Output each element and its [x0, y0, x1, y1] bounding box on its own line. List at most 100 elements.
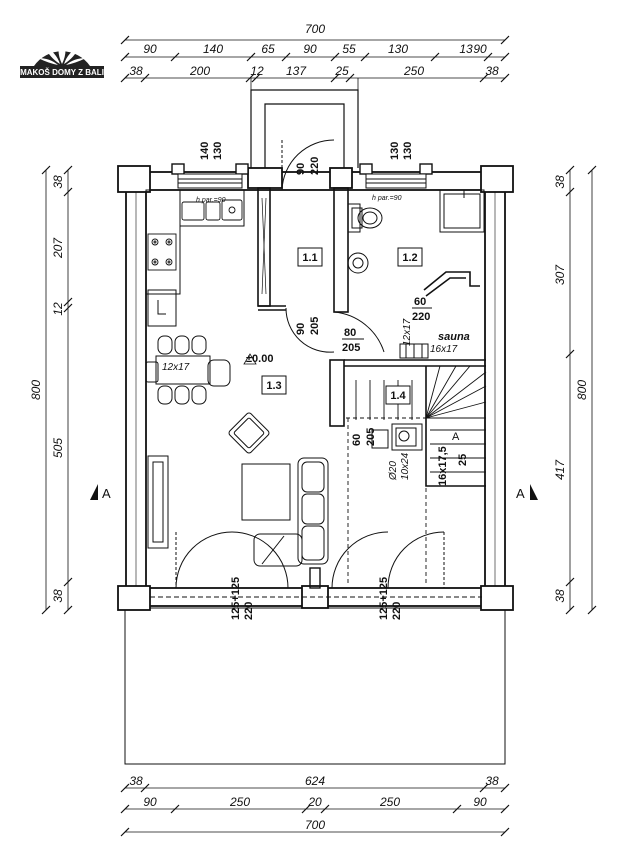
sofa-icon [253, 457, 329, 567]
svg-text:130: 130 [388, 42, 408, 56]
dim-right-total: 800 [575, 380, 589, 400]
bottom-dimensions [120, 783, 510, 837]
dim-bottom-row1: 38 624 38 [129, 774, 499, 788]
door-a-w: 90 [295, 163, 307, 175]
stove-a: Ø20 [388, 461, 399, 481]
stove-icon [371, 423, 423, 451]
dim-left-total: 800 [29, 380, 43, 400]
door-e-w: 60 [351, 434, 363, 446]
svg-text:200: 200 [189, 64, 210, 78]
svg-text:38: 38 [51, 589, 65, 603]
sauna-bench [399, 343, 429, 359]
room-1-2-label: 1.2 [402, 252, 417, 264]
svg-text:38: 38 [553, 589, 567, 603]
dim-top-row2: 38 200 12 137 25 250 38 [129, 64, 499, 78]
room-tag-1-1 [297, 247, 323, 267]
coffee-table [241, 463, 291, 521]
door-e-h: 205 [365, 428, 377, 446]
terrace-outline [124, 607, 506, 765]
win-right-h: 130 [402, 142, 414, 160]
svg-text:13: 13 [459, 42, 473, 56]
svg-text:90: 90 [473, 42, 487, 56]
svg-text:12: 12 [250, 64, 264, 78]
vestibule-walls [257, 187, 349, 313]
svg-text:207: 207 [51, 237, 65, 259]
svg-text:250: 250 [403, 64, 424, 78]
svg-text:38: 38 [553, 175, 567, 189]
entrance-porch [250, 78, 359, 168]
cooktop-icon [147, 233, 177, 271]
door-bathroom [333, 311, 385, 353]
room-1-1-label: 1.1 [302, 252, 317, 264]
stair-section-mark: A [452, 431, 460, 443]
wardrobe-hatch [261, 197, 267, 295]
section-marker-left: A [90, 484, 111, 501]
parapet-right: h par.=90 [372, 195, 402, 202]
svg-text:A: A [102, 486, 111, 501]
terrace-door-right-w: 125+125 [378, 577, 390, 620]
sink-icon [181, 199, 243, 221]
door-c-h: 205 [342, 342, 360, 354]
window-bathroom [365, 173, 427, 189]
svg-text:307: 307 [553, 264, 567, 285]
svg-text:38: 38 [485, 64, 499, 78]
room-tag-1-2 [397, 247, 423, 267]
dim-bottom-total: 700 [305, 818, 325, 832]
socket-a: 12x17 [162, 362, 190, 373]
terrace-doors [150, 531, 482, 598]
svg-text:65: 65 [261, 42, 275, 56]
svg-text:38: 38 [129, 64, 143, 78]
top-dimensions [120, 35, 510, 83]
svg-text:417: 417 [553, 459, 567, 480]
left-dimensions [41, 165, 73, 615]
win-right-w: 130 [389, 142, 401, 160]
dim-top-total: 700 [305, 22, 325, 36]
door-d-w: 60 [414, 296, 426, 308]
toilet-icon [351, 207, 363, 229]
room-1-3-label: 1.3 [266, 380, 281, 392]
win-left-w: 140 [199, 142, 211, 160]
socket-b: 12x17 [402, 318, 413, 346]
stair-rise: 16x17,5 [437, 446, 449, 486]
kitchen-counter [145, 189, 245, 295]
terrace-door-right-h: 220 [391, 602, 403, 620]
sideboard-icon [147, 455, 169, 549]
dim-bottom-row2: 90 250 20 250 90 [143, 795, 487, 809]
svg-text:55: 55 [342, 42, 356, 56]
svg-text:250: 250 [229, 795, 250, 809]
svg-text:624: 624 [305, 774, 325, 788]
logo-text: MAKOŠ DOMY Z BALI [20, 68, 104, 77]
door-b-w: 90 [295, 323, 307, 335]
right-dimensions [565, 165, 597, 615]
svg-text:A: A [516, 486, 525, 501]
svg-text:38: 38 [51, 175, 65, 189]
sauna-label: sauna [438, 331, 470, 343]
svg-text:90: 90 [303, 42, 317, 56]
bathroom-fixtures [347, 189, 485, 274]
window-kitchen [177, 173, 243, 189]
svg-text:90: 90 [143, 42, 157, 56]
terrace-door-left-h: 220 [243, 602, 255, 620]
sauna-partition [423, 271, 480, 297]
door-c-w: 80 [344, 327, 356, 339]
level-marker: ±0.00 [243, 353, 273, 365]
room-tag-1-4 [385, 385, 411, 405]
section-marker-right: A [516, 484, 538, 501]
dining-table [145, 335, 231, 405]
svg-text:137: 137 [286, 64, 307, 78]
room-1-4-label: 1.4 [390, 390, 406, 402]
svg-text:20: 20 [307, 795, 322, 809]
svg-text:38: 38 [485, 774, 499, 788]
dim-right-segments: 38 307 417 38 [553, 175, 567, 603]
exterior-walls [117, 163, 514, 611]
stair-tread: 25 [457, 454, 469, 466]
dim-top-row1: 90 140 65 90 55 130 13 90 [143, 42, 487, 56]
svg-text:90: 90 [143, 795, 157, 809]
door-b-h: 205 [309, 317, 321, 335]
socket-c: 16x17 [430, 344, 458, 355]
terrace-door-left-w: 125+125 [230, 577, 242, 620]
door-d-h: 220 [412, 311, 430, 323]
svg-text:505: 505 [51, 438, 65, 458]
column [309, 567, 321, 589]
